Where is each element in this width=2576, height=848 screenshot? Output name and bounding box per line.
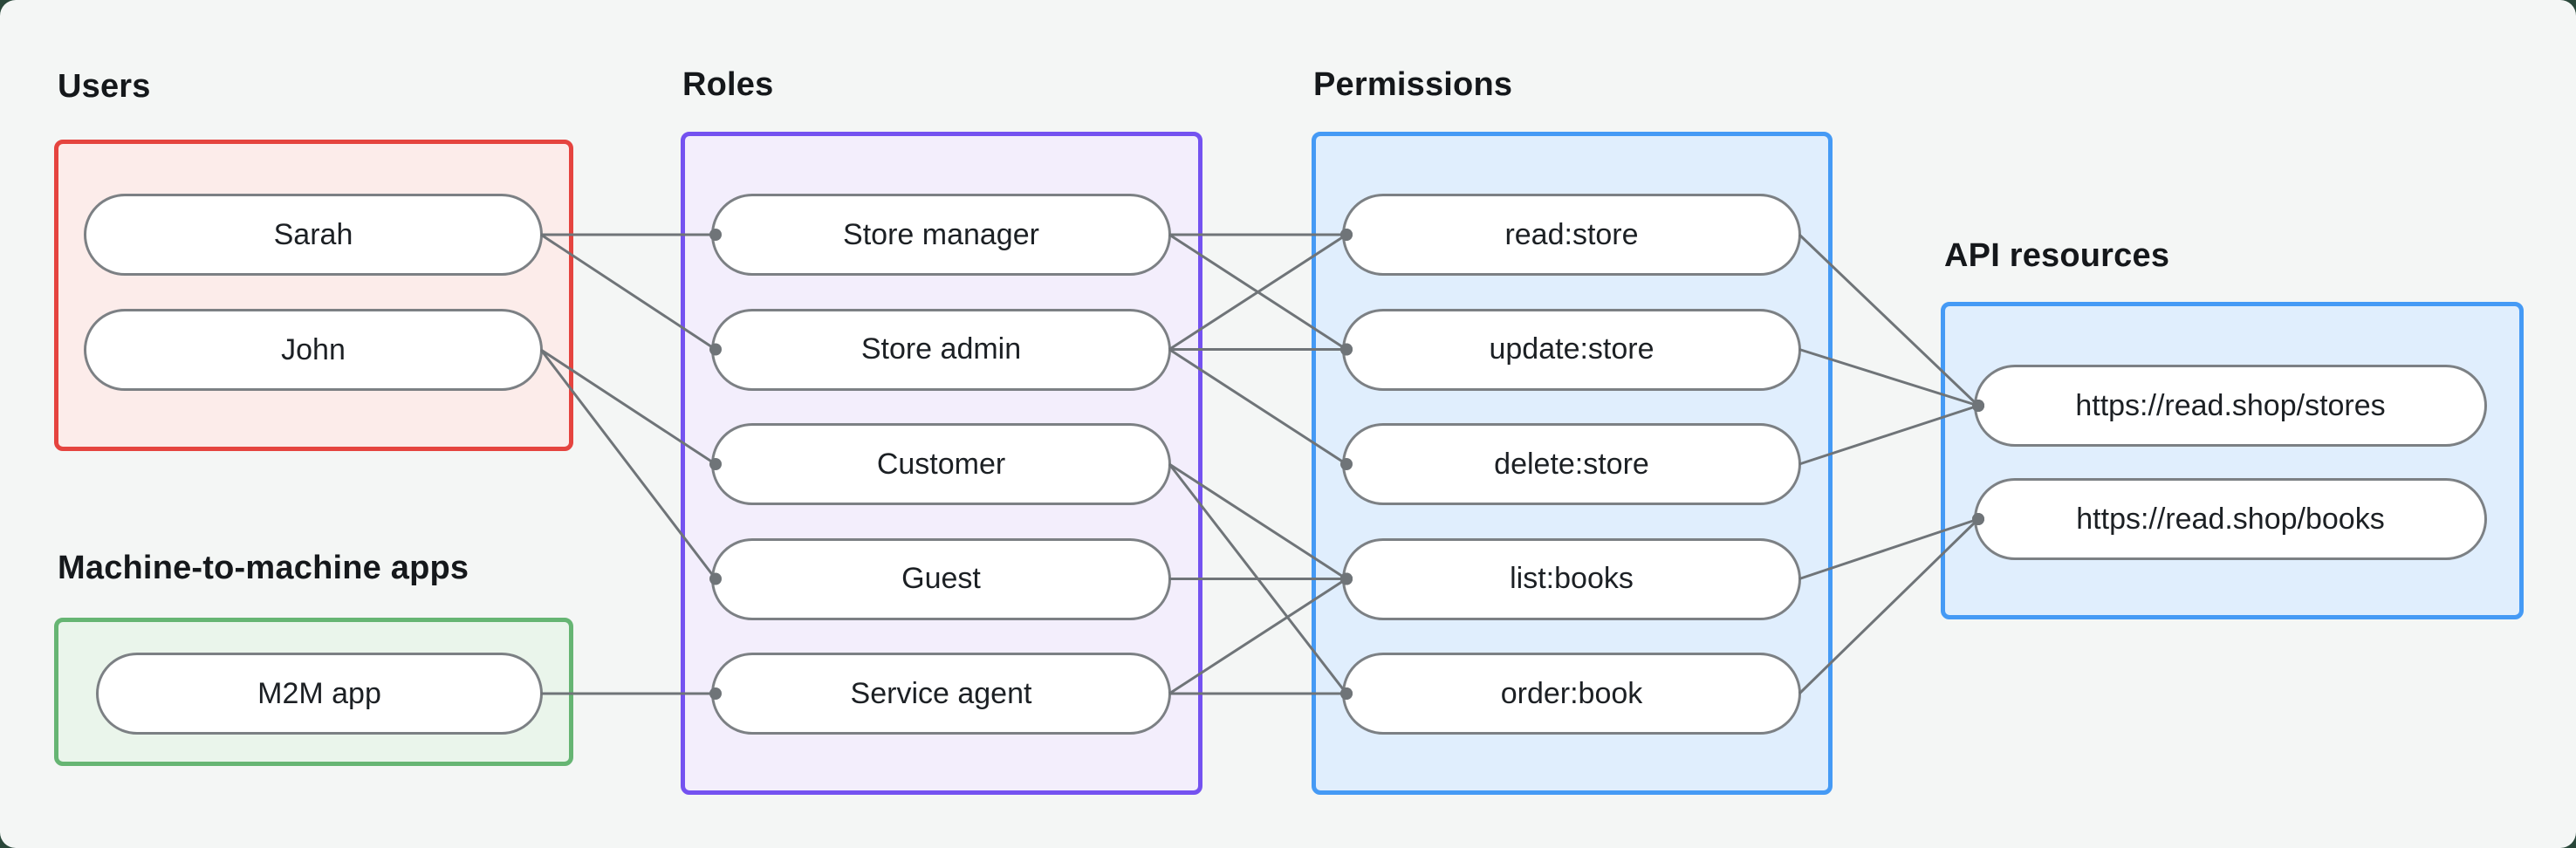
node-books: https://read.shop/books bbox=[1974, 478, 2487, 560]
node-john: John bbox=[84, 309, 543, 391]
node-update_store: update:store bbox=[1342, 308, 1801, 391]
permissions-group-label: Permissions bbox=[1313, 66, 1513, 103]
api-group-box bbox=[1941, 302, 2524, 619]
node-list_books: list:books bbox=[1342, 537, 1801, 620]
node-read_store: read:store bbox=[1342, 194, 1801, 276]
node-order_book: order:book bbox=[1342, 653, 1801, 735]
roles-group-label: Roles bbox=[682, 66, 774, 103]
node-delete_store: delete:store bbox=[1342, 423, 1801, 505]
node-service_agent: Service agent bbox=[711, 653, 1171, 735]
node-customer: Customer bbox=[711, 423, 1171, 505]
node-store_admin: Store admin bbox=[711, 308, 1171, 391]
api-group-label: API resources bbox=[1944, 237, 2170, 274]
node-stores: https://read.shop/stores bbox=[1974, 365, 2487, 447]
users-group-box bbox=[54, 140, 573, 451]
node-store_manager: Store manager bbox=[711, 194, 1171, 276]
users-group-label: Users bbox=[58, 68, 151, 105]
node-sarah: Sarah bbox=[84, 194, 543, 276]
node-guest: Guest bbox=[711, 537, 1171, 620]
node-m2m_app: M2M app bbox=[96, 653, 543, 735]
m2m-group-label: Machine-to-machine apps bbox=[58, 550, 469, 586]
